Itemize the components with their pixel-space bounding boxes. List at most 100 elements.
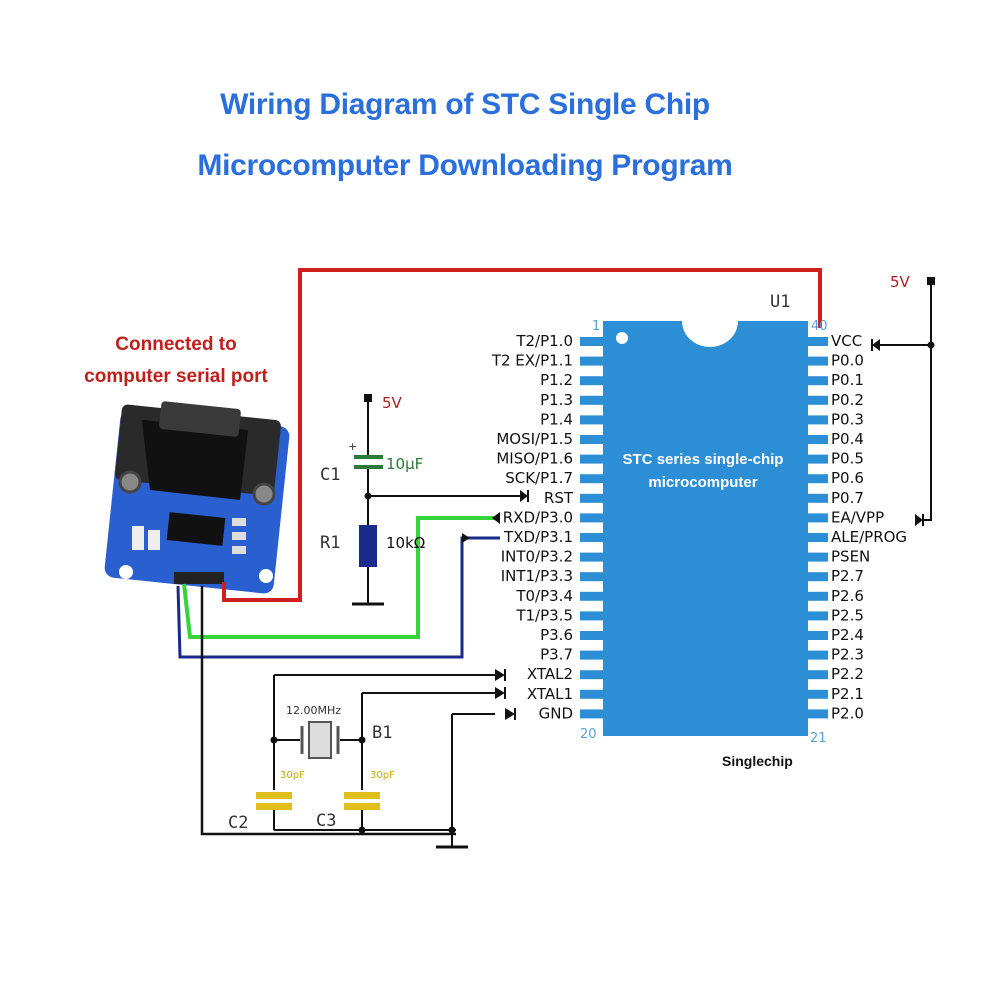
pin-label-right: P0.2 <box>831 391 864 409</box>
pin-label-right: P2.7 <box>831 567 864 585</box>
chip-name-line2: microcomputer <box>648 474 757 491</box>
pin-label-right: P0.0 <box>831 352 864 370</box>
chip-pin-right <box>808 552 828 562</box>
pin-label-left: RST <box>544 489 574 507</box>
pin-label-right: VCC <box>831 332 862 350</box>
power-terminal-icon <box>927 277 935 285</box>
chip-pin-left <box>580 415 603 425</box>
chip-pin-left <box>580 591 603 601</box>
pin-label-left: GND <box>539 704 573 722</box>
r1-resistor <box>359 525 377 567</box>
chip-pin-left <box>580 376 603 386</box>
pin-label-right: P0.6 <box>831 469 864 487</box>
pin-label-left: SCK/P1.7 <box>505 469 573 487</box>
crystal-value: 12.00MHz <box>286 704 341 717</box>
pin-label-right: P0.7 <box>831 489 864 507</box>
pin-label-left: T2/P1.0 <box>515 332 573 350</box>
chip-pin-left <box>580 533 603 542</box>
chip-pin-right <box>808 533 828 542</box>
pin-label-right: PSEN <box>831 548 870 566</box>
chip-pin-left <box>580 709 603 719</box>
pin-label-right: P2.2 <box>831 665 864 683</box>
power-label-right: 5V <box>890 273 911 291</box>
pin-label-right: P0.3 <box>831 410 864 428</box>
pin-label-right: P2.4 <box>831 626 864 644</box>
chip-pin-right <box>808 670 828 680</box>
pin-label-right: P2.3 <box>831 646 864 664</box>
chip-pin-right <box>808 454 828 464</box>
chip-pin-left <box>580 552 603 562</box>
pin-label-left: MISO/P1.6 <box>496 450 573 468</box>
c3-capacitor <box>344 792 380 799</box>
c1-value: 10μF <box>386 455 423 473</box>
c3-value: 30pF <box>370 770 395 781</box>
pin-label-right: ALE/PROG <box>831 528 907 546</box>
pin-label-left: P1.3 <box>540 391 573 409</box>
pin-label-right: P2.5 <box>831 606 864 624</box>
pin-label-left: XTAL2 <box>527 665 573 683</box>
chip-notch-icon <box>682 321 738 347</box>
r1-value: 10kΩ <box>386 534 425 552</box>
vcc-wire <box>222 268 822 602</box>
chip-pin-left <box>580 631 603 640</box>
chip-pin-right <box>808 435 828 444</box>
pin-label-left: P1.4 <box>540 410 573 428</box>
chip-pin-right <box>808 611 828 621</box>
rxd-wire <box>182 516 500 639</box>
chip-pin-left <box>580 572 603 582</box>
pin-label-right: P2.0 <box>831 704 864 722</box>
chip-pin-left <box>580 356 603 366</box>
chip-pin-right <box>808 493 828 503</box>
pin-label-right: P2.6 <box>831 587 864 605</box>
chip-pin-left <box>580 454 603 464</box>
pin-label-left: MOSI/P1.5 <box>496 430 573 448</box>
pin-label-right: P0.5 <box>831 450 864 468</box>
txd-wire <box>176 536 500 659</box>
chip-pin-right <box>808 395 828 405</box>
diagram-title-line2: Microcomputer Downloading Program <box>197 149 733 182</box>
chip-pin-right <box>808 337 828 346</box>
pin-label-right: P2.1 <box>831 685 864 703</box>
pin-label-right: P0.1 <box>831 371 864 389</box>
power-label-c1: 5V <box>382 394 403 412</box>
chip-pin-left <box>580 513 603 523</box>
chip-pin-left <box>580 689 603 699</box>
c1-ref: C1 <box>320 465 340 485</box>
db9-connector-icon <box>142 420 248 500</box>
max232-chip-icon <box>166 512 226 546</box>
crystal-ref: B1 <box>372 723 392 743</box>
chip-pin-right <box>808 356 828 366</box>
pin-label-right: EA/VPP <box>831 508 884 526</box>
pin-label-left: P1.2 <box>540 371 573 389</box>
chip-pin-right <box>808 689 828 699</box>
svg-text:+: + <box>348 440 357 453</box>
chip-pin-right <box>808 572 828 582</box>
serial-label-line2: computer serial port <box>84 366 268 387</box>
chip-pin-left <box>580 493 603 503</box>
chip-ref: U1 <box>770 292 790 312</box>
chip-pin-left <box>580 611 603 621</box>
pin-number-1: 1 <box>592 319 600 334</box>
c2-capacitor <box>256 792 292 799</box>
r1-ref: R1 <box>320 533 340 553</box>
chip-pin-left <box>580 474 603 484</box>
rs232-module <box>104 401 290 594</box>
pin-label-left: RXD/P3.0 <box>503 508 573 526</box>
pin-label-left: T0/P3.4 <box>515 587 573 605</box>
chip-pin-right <box>808 650 828 660</box>
chip-pin-right <box>808 415 828 425</box>
gnd-wire <box>200 586 456 836</box>
chip-pin-right <box>808 709 828 719</box>
pin-label-left: XTAL1 <box>527 685 573 703</box>
chip-pin-left <box>580 650 603 660</box>
chip-pin-left <box>580 670 603 680</box>
chip-pin-right <box>808 513 828 523</box>
c3-ref: C3 <box>316 811 336 831</box>
chip-name-line1: STC series single-chip <box>623 451 784 468</box>
pin-label-left: T1/P3.5 <box>515 606 573 624</box>
chip-pin-right <box>808 631 828 640</box>
pin-label-left: INT0/P3.2 <box>501 548 573 566</box>
diagram-title-line1: Wiring Diagram of STC Single Chip <box>220 88 710 121</box>
c2-ref: C2 <box>228 813 248 833</box>
